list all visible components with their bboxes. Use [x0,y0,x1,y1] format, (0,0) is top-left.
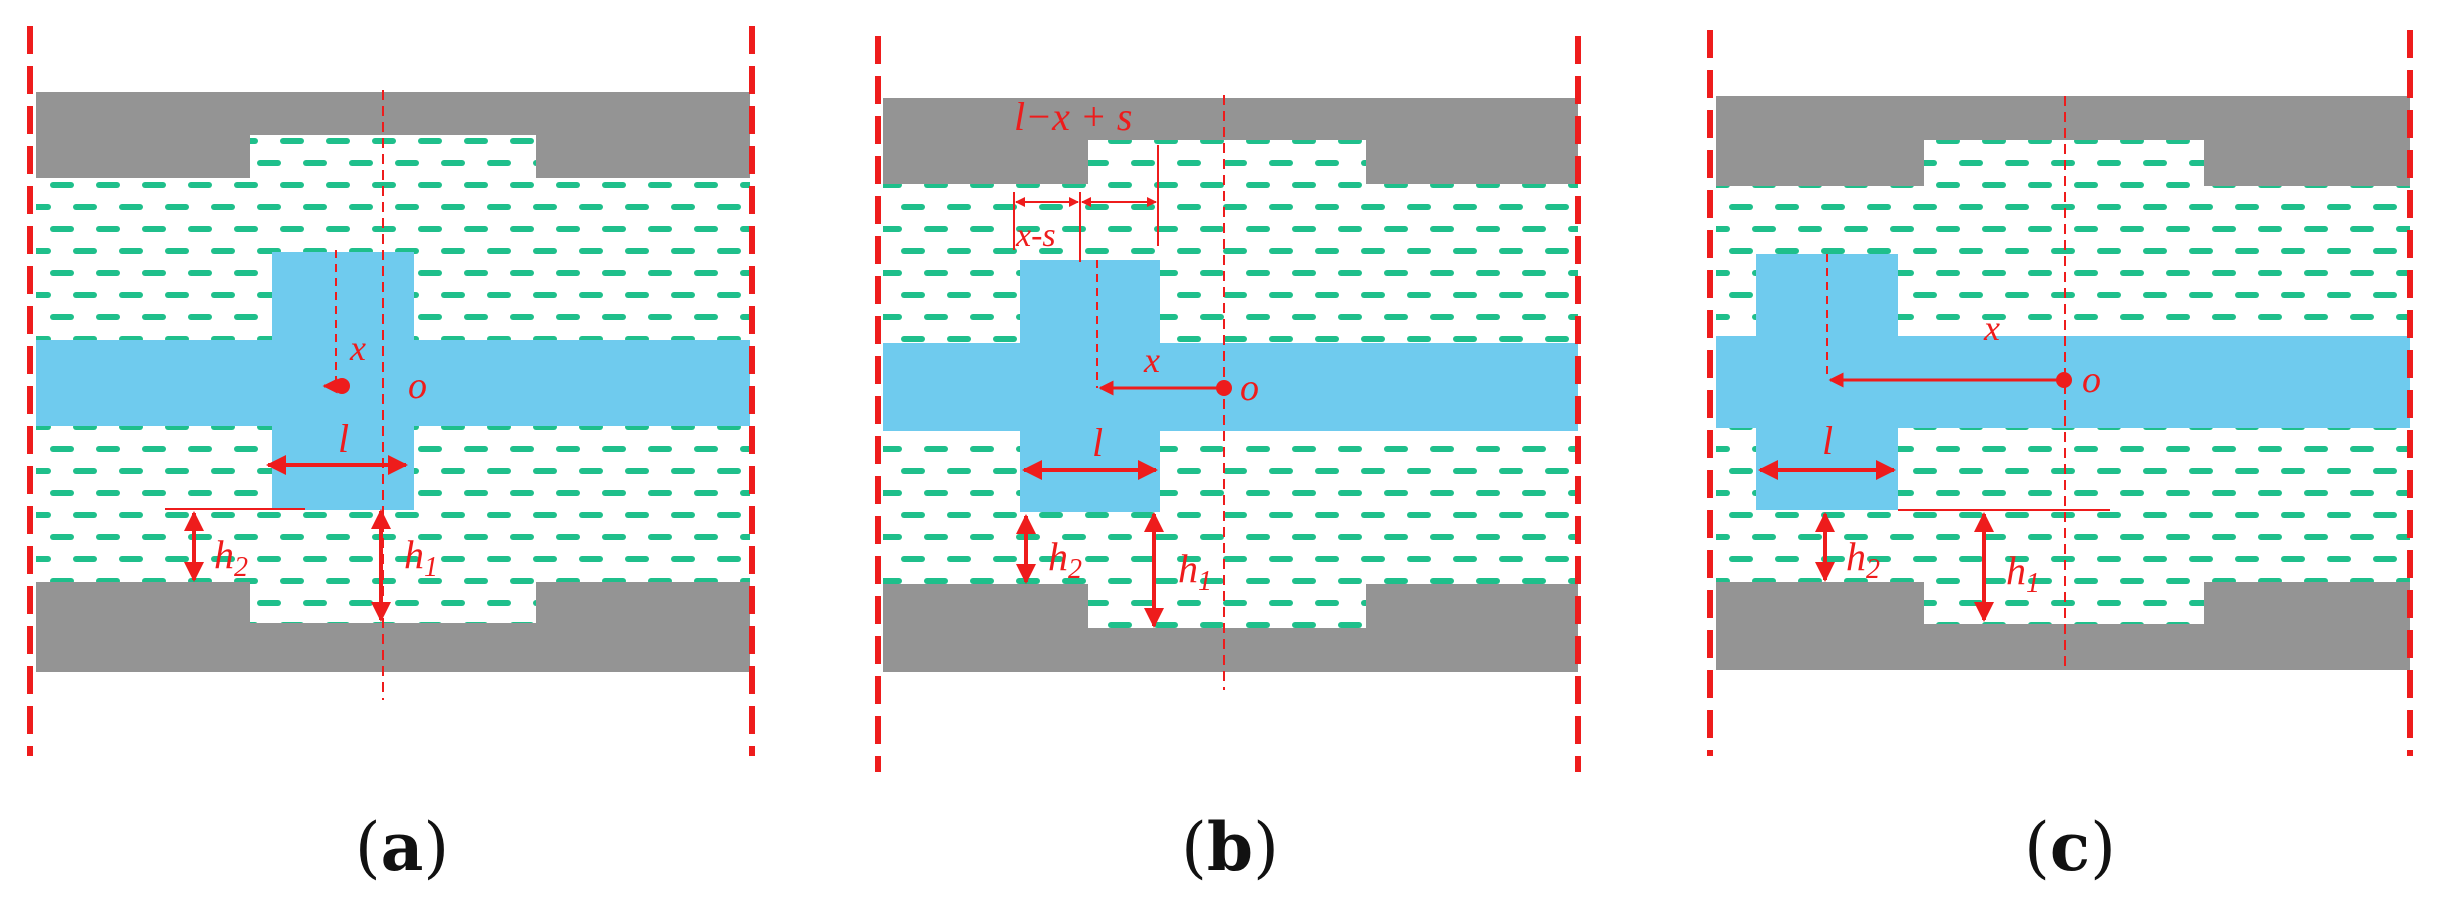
label-h1: h1 [404,532,438,583]
label-h1-main: h [1178,546,1198,591]
label-x: x [349,328,366,368]
caption-c-letter: c [2049,808,2091,886]
label-h1-main: h [404,532,424,577]
origin-point [1216,380,1232,396]
origin-point [2056,372,2072,388]
label-h1-sub: 1 [424,552,438,583]
panel-a: x o l h2 h1 [27,26,755,756]
piston [1020,260,1160,512]
label-h2-sub: 2 [1068,554,1082,585]
label-h2-sub: 2 [1866,554,1880,585]
label-top: l−x + s [1014,94,1132,139]
label-h2-main: h [1846,534,1866,579]
caption-c: (c) [2024,808,2116,886]
label-h1-sub: 1 [1198,566,1212,597]
label-x: x [1983,308,2000,348]
label-l: l [1822,418,1833,463]
label-h1: h1 [1178,546,1212,597]
panel-c: x o l h2 h1 [1707,30,2413,756]
label-h2: h2 [1846,534,1880,585]
caption-b-letter: b [1206,808,1254,886]
label-xs: x-s [1015,217,1056,254]
label-h1: h1 [2006,548,2040,599]
label-h2: h2 [1048,534,1082,585]
label-h2-main: h [214,532,234,577]
label-h1-main: h [2006,548,2026,593]
label-h2-sub: 2 [234,552,248,583]
label-l: l [338,416,349,461]
label-o: o [408,365,427,407]
label-x: x [1143,340,1160,380]
label-o: o [2082,359,2101,401]
label-h2: h2 [214,532,248,583]
label-l: l [1092,420,1103,465]
caption-a-letter: a [380,808,424,886]
panel-b: l−x + s x-s x o l h2 h1 [875,36,1581,772]
caption-a: (a) [354,808,450,886]
label-o: o [1240,367,1259,409]
caption-b: (b) [1181,808,1279,886]
label-h2-main: h [1048,534,1068,579]
label-h1-sub: 1 [2026,568,2040,599]
